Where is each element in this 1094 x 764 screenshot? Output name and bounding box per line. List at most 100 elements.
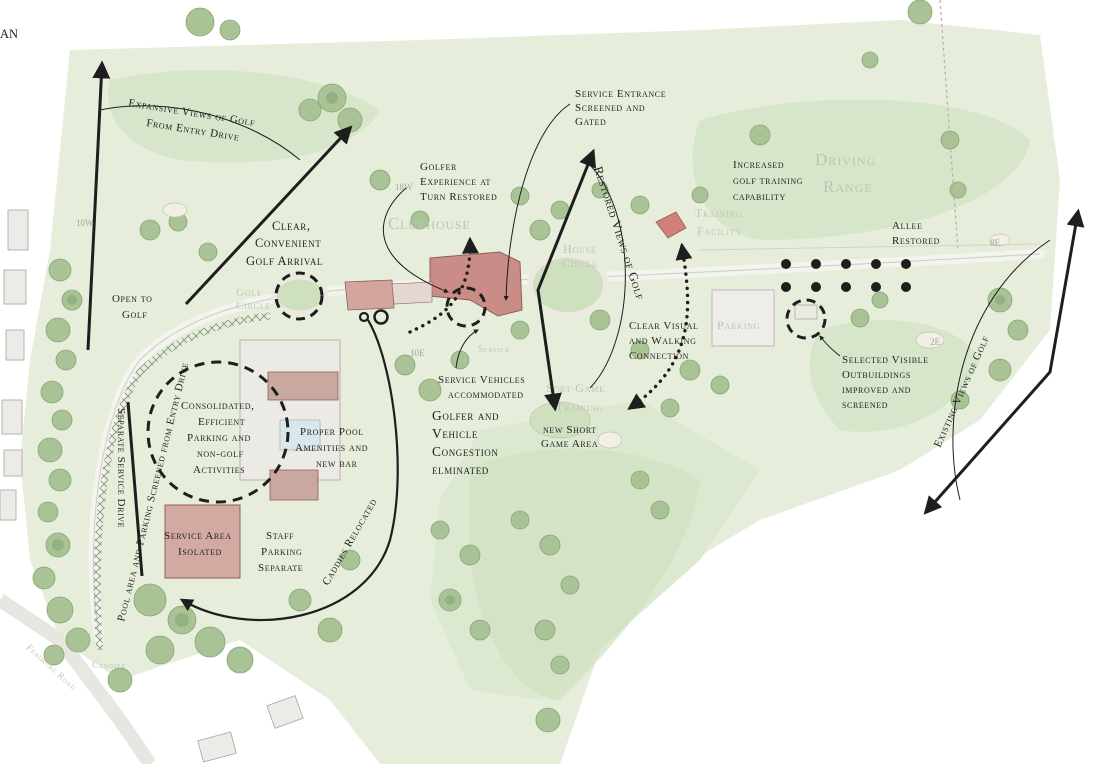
consolidated-line-5: Activities — [193, 464, 245, 476]
consolidated-line-1: Consolidated, — [181, 400, 254, 412]
consolidated-line-3: Parking and — [187, 432, 251, 444]
open-golf-line-1: Open to — [112, 293, 153, 305]
service-entrance-line-2: Screened and — [575, 102, 645, 114]
leader-service-vehicles — [455, 329, 479, 369]
fenimore-road — [0, 594, 156, 764]
expansive-views-arc — [99, 105, 301, 161]
leader-selected-visible — [819, 335, 841, 357]
golf-circle-drive — [271, 274, 329, 316]
staff-parking-line-3: Separate — [258, 562, 303, 574]
pool-building — [267, 371, 339, 401]
allee-line-1: Allee — [892, 220, 923, 232]
increased-training-line-3: capability — [733, 191, 786, 203]
service-label: Service — [478, 344, 510, 354]
view-arrow-entry — [184, 125, 353, 306]
fairway-upper — [108, 70, 380, 163]
existing-views-arrow — [923, 208, 1085, 515]
clear-visual-line-1: Clear Visual — [629, 320, 698, 332]
clubhouse-label: Clubhouse — [388, 214, 471, 233]
hole-18w: 18W — [395, 182, 413, 192]
service-area-line-2: Isolated — [178, 546, 222, 558]
golfer-vehicle-line-3: Congestion — [432, 444, 499, 459]
service-entrance-line-3: Gated — [575, 116, 606, 128]
hole-10w: 10W — [76, 218, 94, 228]
base-map — [0, 0, 1060, 764]
turn-dotted-arrow — [408, 236, 479, 334]
parking-lot — [711, 289, 775, 347]
consolidated-parking-zone — [146, 360, 290, 504]
hole-10e: 10E — [410, 348, 425, 358]
hole-8e: 8E — [990, 238, 1001, 248]
leader-golfer-turn — [382, 187, 449, 293]
bar-building — [269, 469, 319, 501]
neighbour-houses — [0, 209, 304, 763]
golf-arrival-zone — [274, 271, 324, 321]
turn-zone — [445, 286, 487, 328]
restored-views-arc — [584, 159, 626, 389]
new-short-game-line-1: new Short — [543, 424, 597, 436]
hole-2e: 2E — [930, 337, 941, 347]
training-facility-building — [655, 211, 687, 239]
caddies-relocated-arrow — [179, 319, 399, 622]
clubhouse-wing — [344, 279, 395, 311]
service-building — [164, 504, 241, 579]
fairway-lower — [470, 448, 700, 700]
separate-service-drive-label: Separate Service Drive — [115, 408, 127, 528]
selected-visible-line-2: Outbuildings — [842, 369, 911, 381]
open-golf-line-2: Golf — [122, 309, 147, 321]
clubhouse-building — [429, 251, 523, 317]
service-area-line-1: Service Area — [164, 530, 232, 542]
house-circle-label-2: Circle — [562, 256, 598, 270]
golfer-turn-line-3: Turn Restored — [420, 191, 497, 203]
allee-line-2: Restored — [892, 235, 940, 247]
increased-training-line-2: golf training — [733, 175, 803, 187]
leader-service-entrance — [503, 103, 571, 301]
pool-amenities-line-3: new bar — [316, 458, 358, 470]
golfer-vehicle-line-2: Vehicle — [432, 426, 478, 441]
clubhouse-link — [391, 281, 433, 305]
short-game-label-2: Training — [556, 400, 604, 414]
outbuilding-zone — [785, 298, 827, 340]
selected-visible-line-1: Selected Visible — [842, 354, 929, 366]
staff-parking-line-1: Staff — [266, 530, 294, 542]
house-circle-label-1: House — [563, 242, 597, 256]
caddies-label: Caddies — [92, 660, 126, 670]
selected-visible-line-4: screened — [842, 399, 888, 411]
overlay-graphics — [86, 60, 1085, 622]
clear-visual-line-3: Connection — [629, 350, 689, 362]
selected-visible-line-3: improved and — [842, 384, 911, 396]
clear-golf-line-1: Clear, — [272, 219, 311, 233]
clear-golf-line-3: Golf Arrival — [246, 254, 323, 268]
parking-label: Parking — [717, 318, 760, 332]
golfer-vehicle-line-4: elminated — [432, 462, 489, 477]
golfer-turn-line-2: Experience at — [420, 176, 491, 188]
clear-visual-line-2: and Walking — [629, 335, 697, 347]
service-entrance-line-1: Service Entrance — [575, 88, 666, 100]
driving-range-label-2: Range — [823, 177, 873, 196]
training-facility-label-1: Training — [695, 206, 743, 220]
restored-views-arrow — [536, 148, 597, 412]
pool-amenities-line-2: Amenities and — [295, 442, 368, 454]
allee-dots — [781, 259, 911, 292]
consolidated-line-4: non-golf — [197, 448, 244, 460]
view-arrow-left — [86, 60, 111, 351]
consolidated-line-2: Efficient — [198, 416, 245, 428]
service-drive-line — [126, 401, 144, 577]
outbuilding — [794, 304, 818, 320]
caddie-marker-small — [358, 311, 370, 323]
caddie-marker-large — [373, 309, 389, 325]
golfer-vehicle-line-1: Golfer and — [432, 408, 499, 423]
new-short-game-line-2: Game Area — [541, 438, 598, 450]
service-vehicles-line-1: Service Vehicles — [438, 374, 525, 386]
training-facility-label-2: Facility — [697, 224, 742, 238]
walking-connection-arrow — [627, 242, 693, 410]
clear-golf-line-2: Convenient — [255, 236, 321, 250]
golf-circle-label-1: Golf — [236, 287, 262, 299]
golf-circle-label-2: Circle — [236, 300, 271, 312]
driving-range-label-1: Driving — [815, 150, 876, 169]
short-game-label-1: Sort Game — [546, 381, 605, 395]
golfer-turn-line-1: Golfer — [420, 161, 457, 173]
staff-parking-line-2: Parking — [261, 546, 302, 558]
